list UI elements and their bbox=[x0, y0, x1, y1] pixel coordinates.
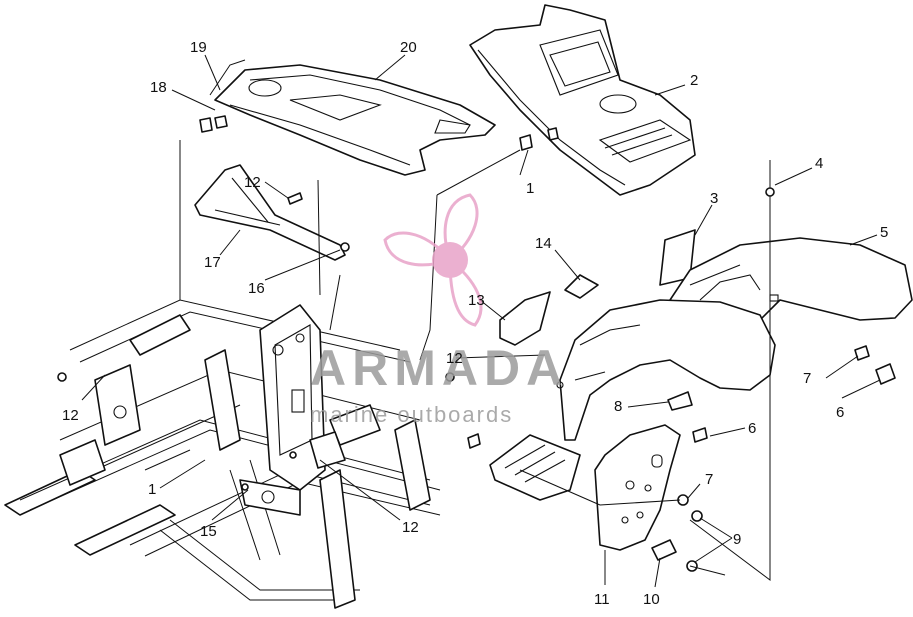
fasteners bbox=[287, 134, 896, 572]
mud-flap-part-11 bbox=[594, 424, 681, 551]
callout-12: 12 bbox=[62, 407, 79, 424]
callout-2: 2 bbox=[690, 72, 698, 89]
frame-assembly bbox=[4, 299, 455, 609]
callout-5: 5 bbox=[880, 224, 888, 241]
callout-1: 1 bbox=[148, 481, 156, 498]
rack-support-parts-16-17 bbox=[194, 164, 350, 261]
callout-12: 12 bbox=[402, 519, 419, 536]
callout-7: 7 bbox=[705, 471, 713, 488]
assembly-lines bbox=[144, 140, 771, 581]
callout-8: 8 bbox=[614, 398, 622, 415]
callout-11: 11 bbox=[594, 591, 610, 608]
front-fender-part-14 bbox=[556, 299, 776, 441]
callout-13: 13 bbox=[468, 292, 485, 309]
callout-15: 15 bbox=[200, 523, 217, 540]
callout-1: 1 bbox=[526, 180, 534, 197]
callout-18: 18 bbox=[150, 79, 167, 96]
callout-6: 6 bbox=[836, 404, 844, 421]
callout-14: 14 bbox=[535, 235, 552, 252]
watermark-tagline: marine outboards bbox=[310, 402, 513, 427]
armada-watermark: ARMADA marine outboards bbox=[310, 193, 568, 427]
decal-part-13 bbox=[499, 291, 551, 346]
callout-19: 19 bbox=[190, 39, 207, 56]
propeller-icon bbox=[383, 193, 483, 327]
callout-7: 7 bbox=[803, 370, 811, 387]
front-rack-part-20 bbox=[214, 64, 496, 176]
bracket-parts-18-19 bbox=[199, 59, 246, 133]
callout-10: 10 bbox=[643, 591, 660, 608]
callout-20: 20 bbox=[400, 39, 417, 56]
bracket-part-8 bbox=[667, 391, 693, 411]
callout-3: 3 bbox=[710, 190, 718, 207]
callout-labels: 1 1 2 3 4 5 6 6 7 7 8 9 10 11 12 12 12 1… bbox=[62, 39, 888, 608]
callout-17: 17 bbox=[204, 254, 221, 271]
decal-part-14 bbox=[564, 274, 599, 299]
callout-6: 6 bbox=[748, 420, 756, 437]
leader-lines bbox=[81, 54, 881, 588]
front-cover-part-2 bbox=[469, 4, 696, 196]
callout-9: 9 bbox=[733, 531, 741, 548]
callout-16: 16 bbox=[248, 280, 265, 297]
callout-12: 12 bbox=[244, 174, 261, 191]
callout-12: 12 bbox=[446, 350, 463, 367]
clip-part-10 bbox=[651, 539, 677, 561]
watermark-brand: ARMADA bbox=[310, 340, 568, 396]
callout-4: 4 bbox=[815, 155, 823, 172]
